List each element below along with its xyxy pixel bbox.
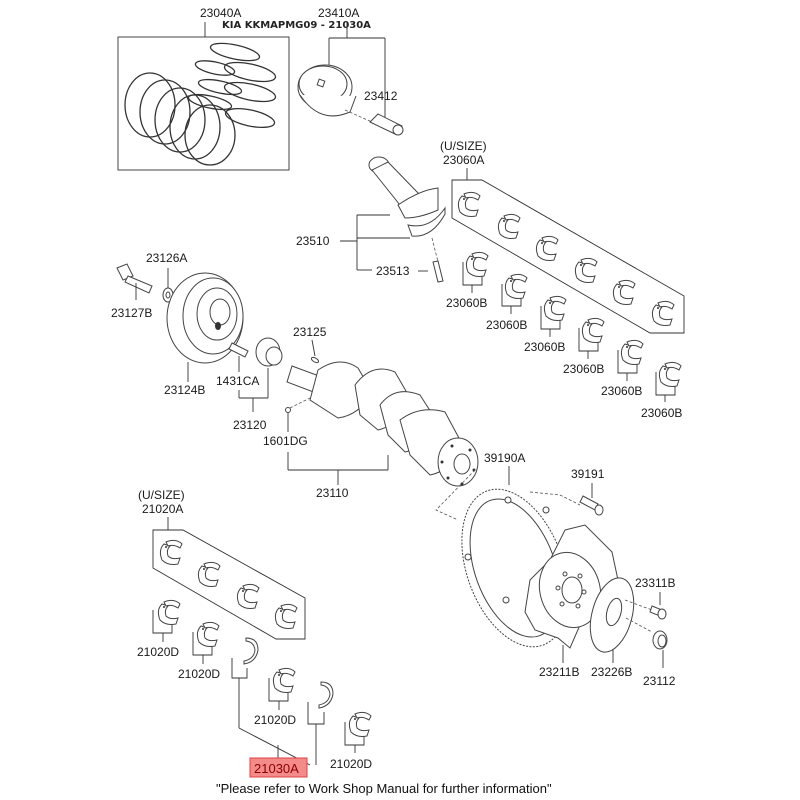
- damper-pulley[interactable]: [166, 272, 244, 382]
- label-21020A[interactable]: 21020A: [142, 502, 183, 516]
- label-39191[interactable]: 39191: [571, 467, 605, 481]
- label-23060B-2[interactable]: 23060B: [486, 318, 527, 332]
- conrod-bearing-b-5[interactable]: [617, 339, 644, 381]
- main-bearing-d-2[interactable]: [192, 621, 220, 664]
- diagram-title: KIA KKMAPMG09 - 21030A: [222, 20, 371, 31]
- label-23125[interactable]: 23125: [293, 325, 327, 339]
- drive-plate[interactable]: [524, 524, 619, 663]
- thrust-washer[interactable]: [231, 637, 334, 766]
- label-21020D-4[interactable]: 21020D: [330, 757, 372, 771]
- label-23060B-4[interactable]: 23060B: [563, 362, 604, 376]
- main-bearing-d-4[interactable]: [344, 711, 372, 753]
- conrod-bearing-b-3[interactable]: [540, 295, 567, 337]
- piston-assembly[interactable]: [297, 22, 404, 136]
- connecting-rod[interactable]: [368, 156, 446, 283]
- label-21020D-1[interactable]: 21020D: [137, 645, 179, 659]
- label-23226B[interactable]: 23226B: [591, 665, 632, 679]
- label-21030A[interactable]: 21030A: [254, 761, 299, 776]
- footer-note: "Please refer to Work Shop Manual for fu…: [216, 781, 552, 796]
- label-23040A[interactable]: 23040A: [200, 6, 241, 20]
- conrod-bearing-set-usize[interactable]: [451, 168, 685, 334]
- label-23211B[interactable]: 23211B: [539, 665, 579, 679]
- conrod-bearing-b-6[interactable]: [655, 361, 682, 402]
- label-23311B[interactable]: 23311B: [635, 576, 675, 590]
- ring-gear-bolt[interactable]: [579, 483, 604, 516]
- label-23060B-3[interactable]: 23060B: [524, 340, 565, 354]
- label-23126A[interactable]: 23126A: [146, 251, 187, 265]
- label-23060B-6[interactable]: 23060B: [641, 406, 682, 420]
- main-bearing-d-3[interactable]: [268, 667, 296, 710]
- adapter-plate[interactable]: [583, 573, 641, 663]
- conrod-callout: [340, 214, 428, 272]
- label-lower-usize: (U/SIZE): [138, 488, 185, 502]
- key[interactable]: [310, 339, 320, 364]
- label-23060A[interactable]: 23060A: [443, 153, 484, 167]
- main-bearing-set-usize[interactable]: [152, 517, 306, 640]
- label-23060B-5[interactable]: 23060B: [601, 384, 642, 398]
- label-21020D-2[interactable]: 21020D: [178, 667, 220, 681]
- crankshaft-callout: [287, 413, 389, 485]
- bushing[interactable]: [625, 617, 668, 668]
- pulley-bolt[interactable]: [116, 263, 153, 300]
- highlighted-part-label[interactable]: 21030A: [249, 757, 308, 778]
- label-23510[interactable]: 23510: [296, 234, 330, 248]
- label-23513[interactable]: 23513: [376, 264, 410, 278]
- conrod-bearing-b-4[interactable]: [578, 317, 605, 359]
- label-23110[interactable]: 23110: [316, 486, 349, 500]
- crank-sprocket[interactable]: [255, 337, 283, 367]
- pin[interactable]: [228, 342, 249, 358]
- label-23124B[interactable]: 23124B: [164, 383, 205, 397]
- main-bearing-d-1[interactable]: [152, 599, 181, 642]
- label-23127B[interactable]: 23127B: [111, 306, 152, 320]
- label-1601DG[interactable]: 1601DG: [263, 434, 308, 448]
- sprocket-callout: [238, 356, 269, 412]
- plug[interactable]: [285, 397, 311, 413]
- crankshaft[interactable]: [286, 361, 479, 487]
- label-39190A[interactable]: 39190A: [484, 451, 525, 465]
- label-23112[interactable]: 23112: [643, 674, 676, 688]
- drive-plate-bolt[interactable]: [624, 592, 667, 620]
- conrod-bearing-b-2[interactable]: [501, 273, 528, 314]
- label-23412[interactable]: 23412: [364, 89, 398, 103]
- label-23410A[interactable]: 23410A: [318, 6, 359, 20]
- piston-ring-set[interactable]: [117, 22, 290, 171]
- label-23060B-1[interactable]: 23060B: [446, 296, 487, 310]
- label-1431CA[interactable]: 1431CA: [216, 374, 259, 388]
- conrod-bearing-b-1[interactable]: [462, 251, 489, 293]
- label-23120[interactable]: 23120: [233, 418, 267, 432]
- label-21020D-3[interactable]: 21020D: [254, 713, 296, 727]
- label-upper-usize: (U/SIZE): [440, 139, 487, 153]
